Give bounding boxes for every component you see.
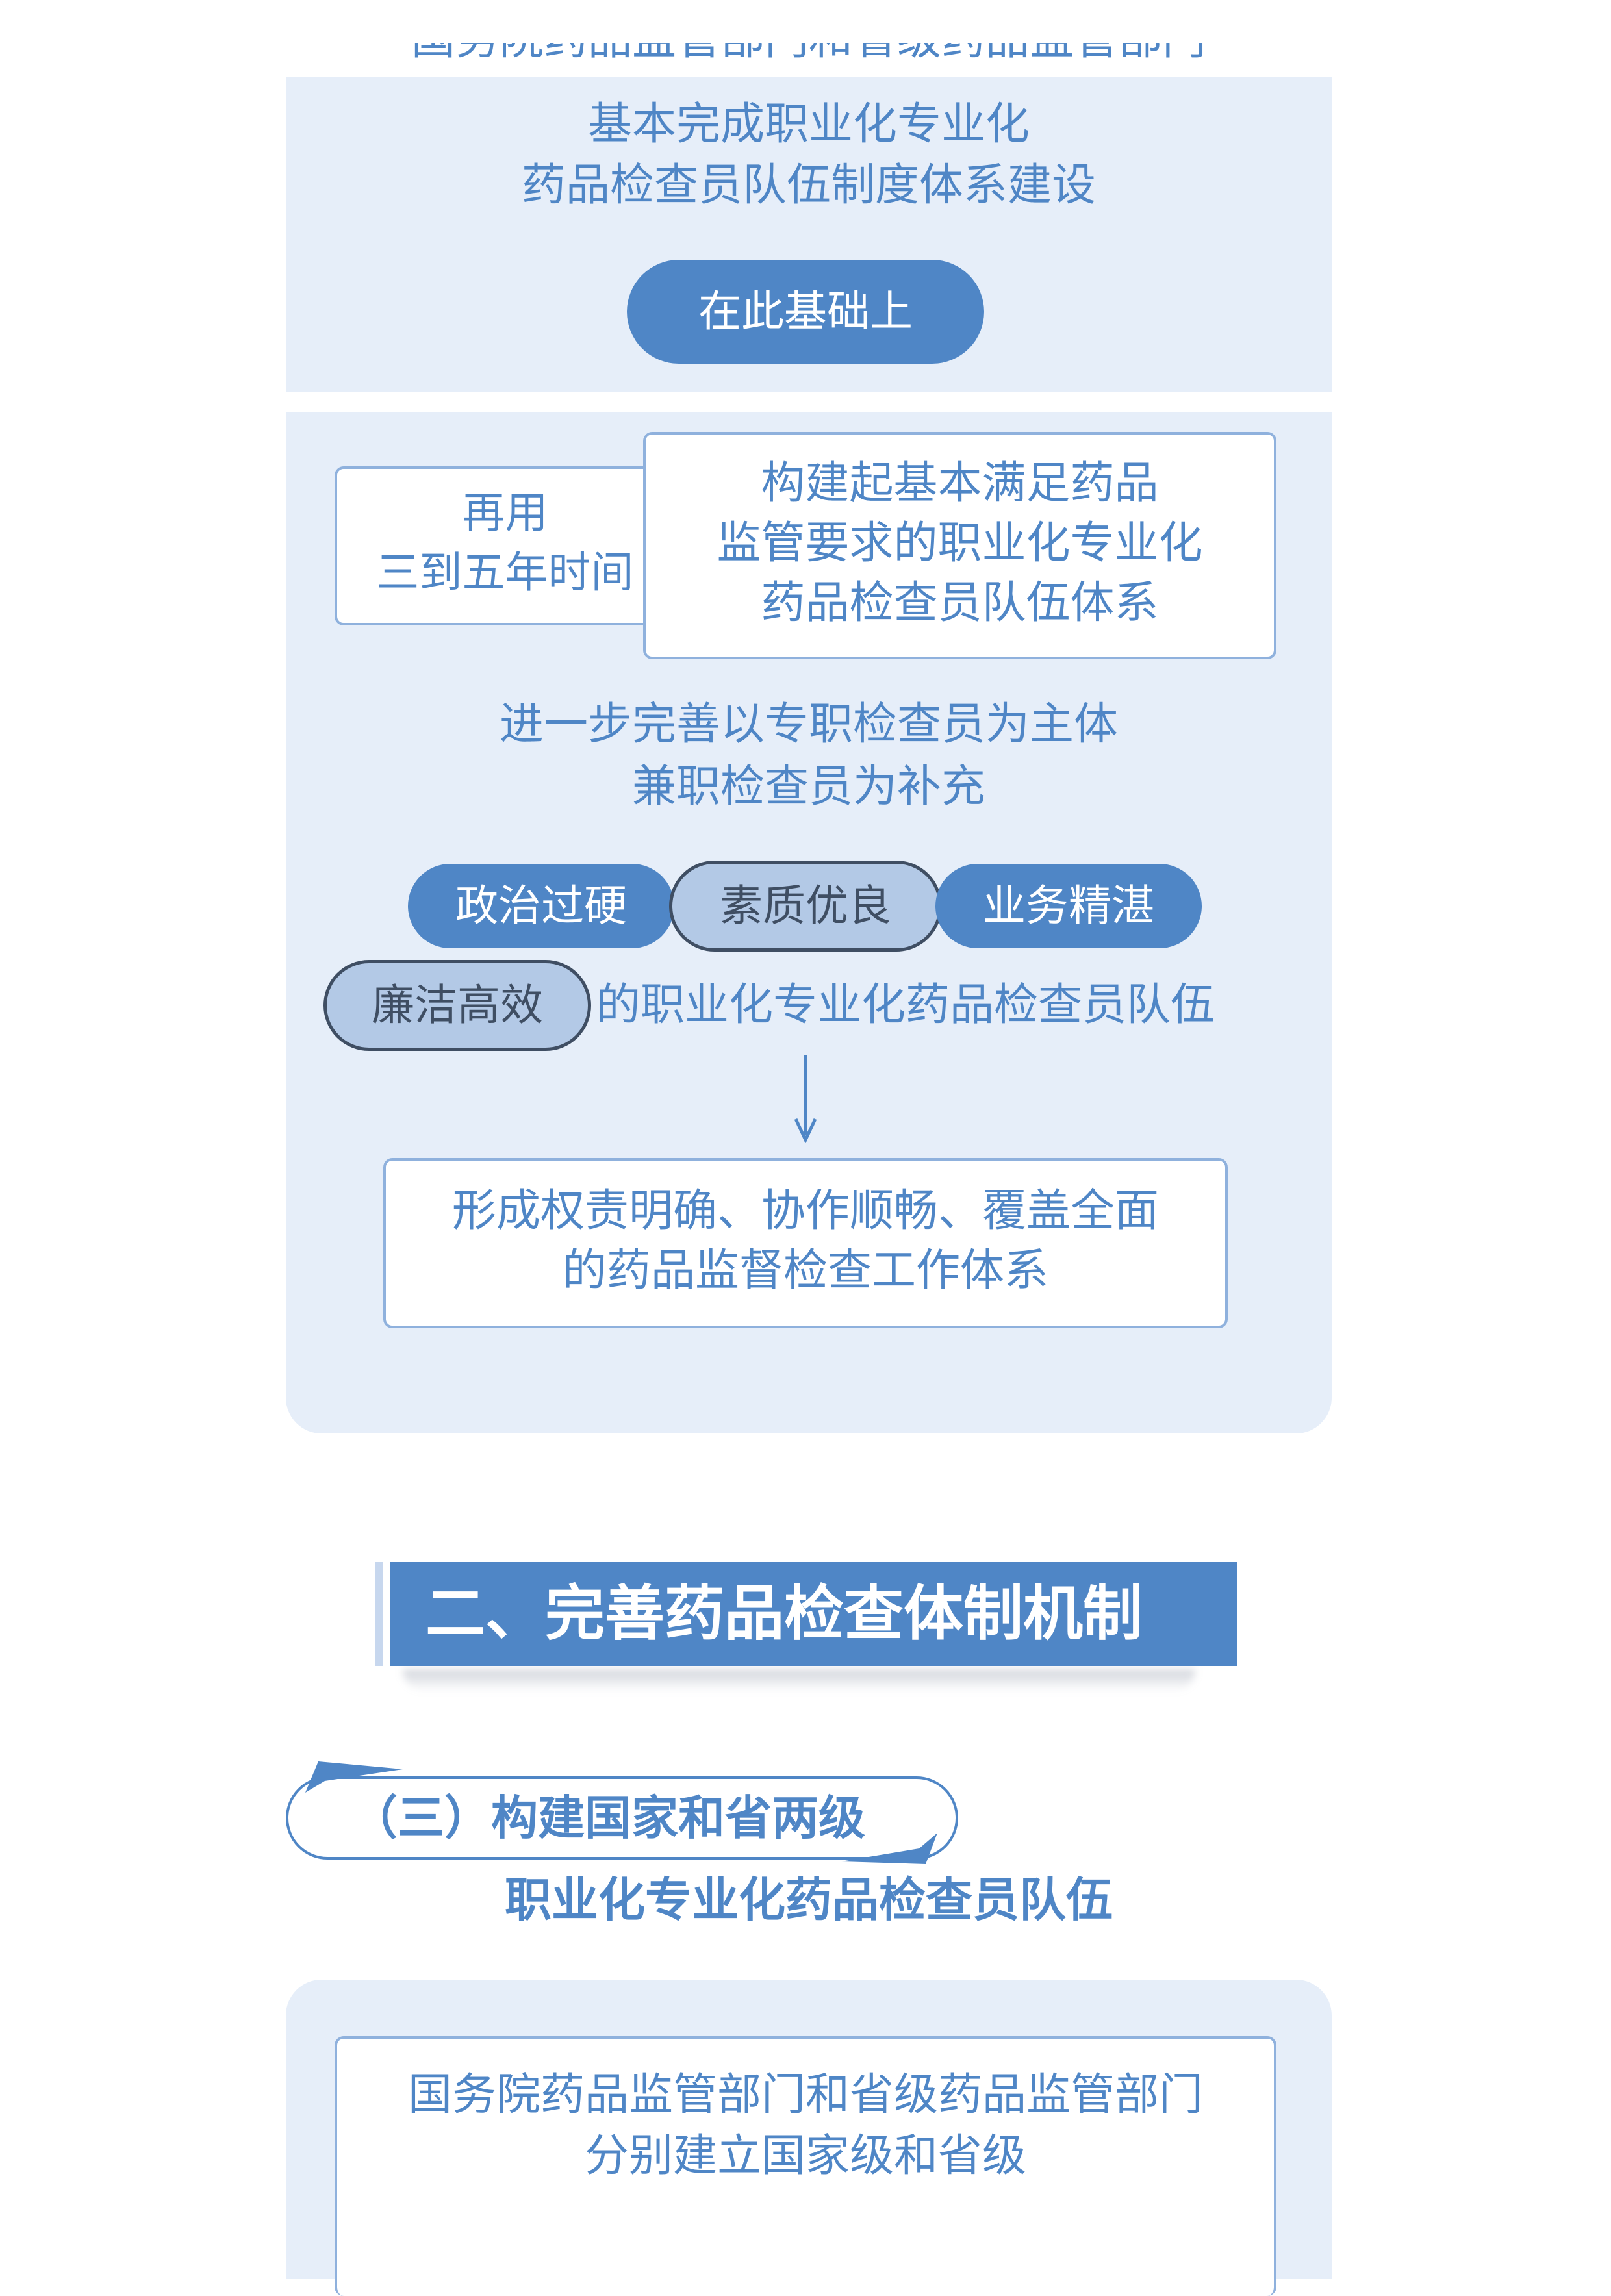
time-box-text: 再用 三到五年时间 [337, 483, 673, 603]
subsection-title-2: 职业化专业化药品检查员队伍 [504, 1873, 1113, 1927]
tag-business: 业务精湛 [935, 864, 1202, 948]
tag-label: 政治过硬 [455, 881, 627, 931]
tag-political: 政治过硬 [408, 864, 674, 948]
goal-line-3: 药品检查员队伍体系 [761, 577, 1159, 629]
foundation-line-2: 药品检查员队伍制度体系建设 [521, 160, 1096, 211]
improve-text: 进一步完善以专职检查员为主体 兼职检查员为补充 [286, 694, 1332, 818]
two-level-text: 国务院药品监管部门和省级药品监管部门 分别建立国家级和省级 [337, 2065, 1274, 2187]
cut-off-text: 国务院药品监管部门和省级药品监管部门 [286, 43, 1332, 77]
tag-suffix-text: 的职业化专业化药品检查员队伍 [596, 979, 1215, 1031]
arrow-down-icon [794, 1055, 817, 1143]
on-this-basis-pill: 在此基础上 [627, 260, 984, 364]
foundation-text: 基本完成职业化专业化 药品检查员队伍制度体系建设 [286, 94, 1332, 216]
two-level-line-2: 分别建立国家级和省级 [584, 2130, 1026, 2182]
tag-label: 廉洁高效 [372, 980, 543, 1030]
result-box: 形成权责明确、协作顺畅、覆盖全面 的药品监督检查工作体系 [383, 1158, 1228, 1328]
section-title: 二、完善药品检查体制机制 [425, 1579, 1143, 1648]
time-line-2: 三到五年时间 [376, 548, 634, 598]
result-line-1: 形成权责明确、协作顺畅、覆盖全面 [451, 1185, 1159, 1237]
result-line-2: 的药品监督检查工作体系 [562, 1245, 1048, 1296]
header-shadow [403, 1669, 1195, 1691]
header-accent-bar [375, 1562, 383, 1666]
goal-box: 构建起基本满足药品 监管要求的职业化专业化 药品检查员队伍体系 [643, 432, 1276, 659]
tag-integrity: 廉洁高效 [323, 960, 591, 1051]
subsection-title-1: （三）构建国家和省两级 [351, 1791, 866, 1845]
section-header: 二、完善药品检查体制机制 [375, 1562, 1237, 1666]
subsection-frame [286, 1776, 958, 1860]
tag-quality: 素质优良 [669, 861, 942, 952]
tag-label: 业务精湛 [983, 881, 1154, 931]
improve-line-1: 进一步完善以专职检查员为主体 [499, 699, 1118, 750]
header-gap-bar [384, 1562, 390, 1666]
pill-label: 在此基础上 [698, 286, 913, 336]
goal-box-text: 构建起基本满足药品 监管要求的职业化专业化 药品检查员队伍体系 [646, 454, 1274, 633]
tag-label: 素质优良 [720, 881, 891, 931]
goal-line-2: 监管要求的职业化专业化 [717, 518, 1203, 569]
foundation-line-1: 基本完成职业化专业化 [587, 99, 1030, 150]
corner-tab-icon [841, 1833, 937, 1864]
corner-tab-icon [305, 1761, 403, 1793]
time-line-1: 再用 [462, 488, 548, 538]
two-level-line-1: 国务院药品监管部门和省级药品监管部门 [407, 2069, 1203, 2121]
result-text: 形成权责明确、协作顺畅、覆盖全面 的药品监督检查工作体系 [386, 1181, 1225, 1301]
cut-off-line: 国务院药品监管部门和省级药品监管部门 [286, 43, 1332, 70]
goal-line-1: 构建起基本满足药品 [761, 458, 1159, 509]
time-box: 再用 三到五年时间 [335, 466, 676, 625]
improve-line-2: 兼职检查员为补充 [631, 761, 985, 813]
two-level-box: 国务院药品监管部门和省级药品监管部门 分别建立国家级和省级 [335, 2036, 1276, 2296]
